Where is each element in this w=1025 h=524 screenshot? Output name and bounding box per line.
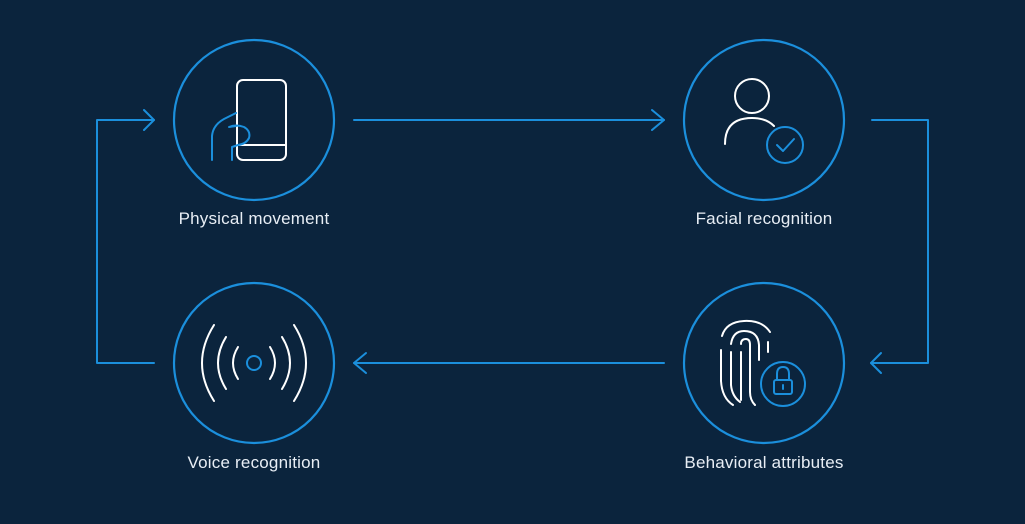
sound-waves-icon — [201, 324, 307, 402]
hand-phone-icon — [211, 79, 287, 161]
label-physical-movement: Physical movement — [178, 209, 330, 228]
node-circle-behavioral — [682, 281, 846, 445]
label-voice-recognition: Voice recognition — [187, 453, 321, 472]
arrow-physical-to-facial — [353, 109, 665, 131]
node-circle-physical — [172, 38, 336, 202]
node-circle-facial — [682, 38, 846, 202]
label-behavioral-attributes: Behavioral attributes — [684, 453, 844, 472]
arrow-facial-to-behavioral — [870, 119, 929, 374]
arrow-behavioral-to-voice — [353, 352, 665, 374]
node-circle-voice — [172, 281, 336, 445]
arrow-voice-to-physical — [96, 109, 155, 364]
label-facial-recognition: Facial recognition — [695, 209, 833, 228]
user-check-icon — [724, 78, 804, 164]
fingerprint-lock-icon — [720, 319, 806, 407]
